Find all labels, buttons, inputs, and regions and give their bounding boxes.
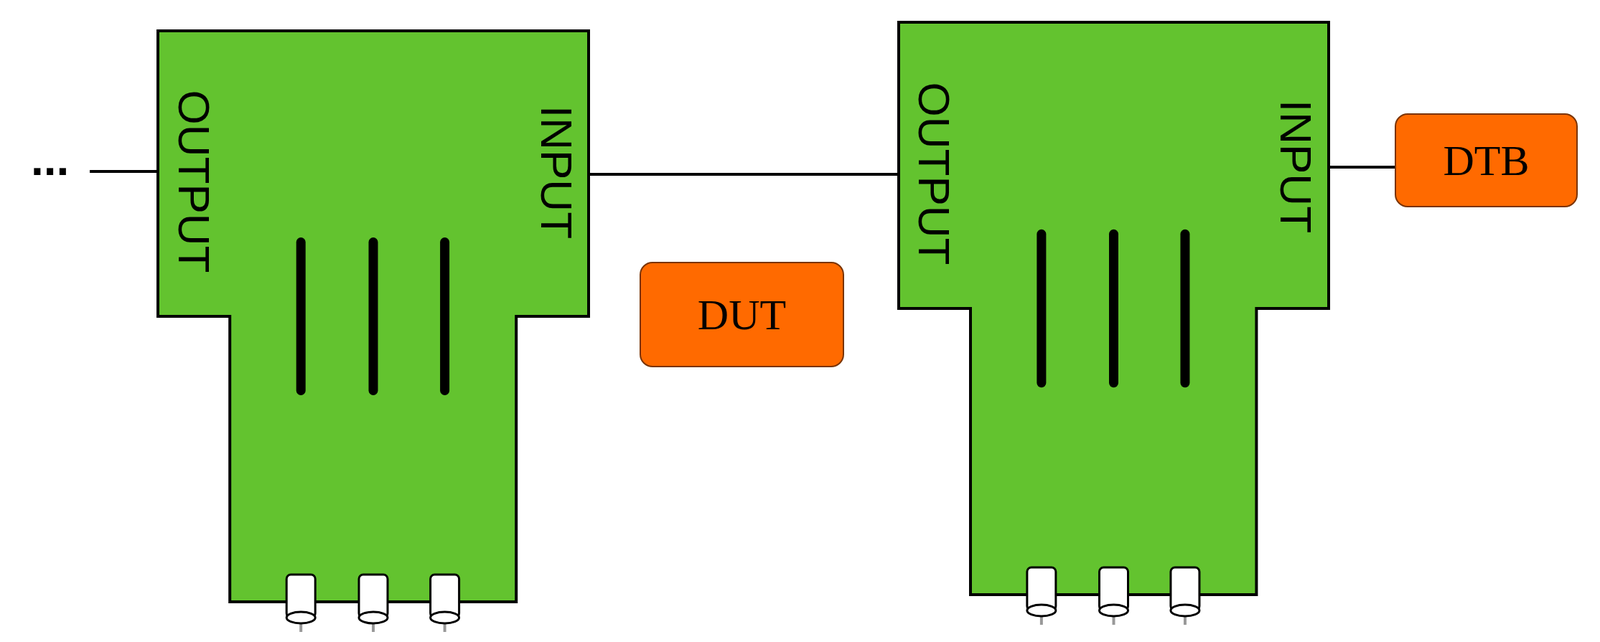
coax-connector <box>430 574 460 633</box>
device-box: DTB <box>1394 113 1578 208</box>
connector-end <box>1170 605 1200 617</box>
card-slot <box>1036 234 1046 383</box>
port-label: INPUT <box>534 105 579 240</box>
coax-connector <box>358 574 388 633</box>
circuit-board <box>157 30 589 603</box>
circuit-board <box>898 22 1329 596</box>
coax-connector <box>1170 567 1200 626</box>
device-box: DUT <box>639 262 845 368</box>
connector-end <box>430 612 460 624</box>
card-slot <box>368 242 379 392</box>
device-label: DTB <box>1443 139 1530 183</box>
connector-end <box>1099 605 1129 617</box>
card-slot <box>1109 234 1119 383</box>
cable <box>1328 165 1395 169</box>
coax-connector <box>1099 567 1129 626</box>
connector-end <box>1027 605 1056 617</box>
port-label: OUTPUT <box>911 81 957 265</box>
device-label: DUT <box>697 293 787 337</box>
board-outline <box>898 22 1329 596</box>
board-outline <box>157 30 589 603</box>
coax-connector <box>1027 567 1056 626</box>
card-slot <box>440 242 450 392</box>
connector-end <box>358 612 388 624</box>
cable <box>588 172 899 176</box>
port-label: OUTPUT <box>171 90 217 274</box>
circuit-board: OUTPUT INPUT <box>898 22 1329 596</box>
card-slot <box>1180 234 1190 383</box>
coax-connector <box>286 574 316 633</box>
port-label: INPUT <box>1273 99 1318 234</box>
card-slot <box>296 242 306 392</box>
wire <box>89 170 158 173</box>
continuation-mark: ... <box>30 136 69 183</box>
circuit-board: OUTPUT INPUT <box>157 30 589 603</box>
connector-end <box>286 612 316 624</box>
